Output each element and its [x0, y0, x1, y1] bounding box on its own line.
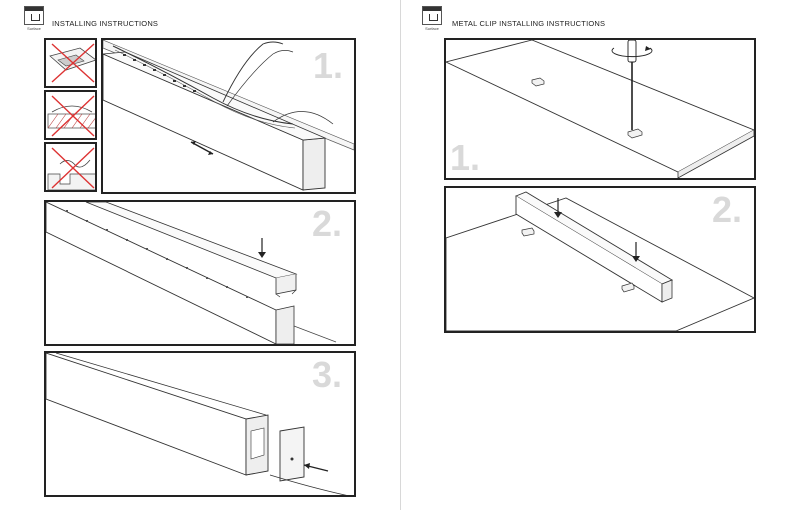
- surface-mount-icon: [24, 6, 44, 25]
- thumbnail-no-twist: [44, 142, 97, 192]
- step-number: 2.: [712, 189, 743, 230]
- step-number: 2.: [312, 203, 343, 244]
- step-panel-1: 1.: [444, 38, 756, 180]
- mounting-clip-screw-illustration: [446, 40, 754, 178]
- step-panel-1: 1.: [101, 38, 356, 194]
- page-title: INSTALLING INSTRUCTIONS: [52, 19, 159, 28]
- badge-label: Surface: [425, 26, 439, 31]
- end-cap-illustration: [46, 353, 347, 495]
- page-divider: [400, 0, 401, 510]
- step-panel-2: 2.: [444, 186, 756, 333]
- badge-label: Surface: [27, 26, 41, 31]
- step-number: 1.: [450, 137, 481, 178]
- profile-with-led-strip-illustration: [103, 40, 354, 191]
- thumbnail-no-adhesive: [44, 38, 97, 88]
- step-panel-2: 2.: [44, 200, 356, 346]
- thumbnail-illustration: [47, 95, 95, 137]
- thumbnail-illustration: [47, 147, 95, 190]
- surface-mount-icon: [422, 6, 442, 25]
- thumbnail-no-bend: [44, 90, 97, 140]
- thumbnail-illustration: [49, 43, 95, 83]
- step-number: 1.: [313, 45, 344, 86]
- page-title: METAL CLIP INSTALLING INSTRUCTIONS: [452, 19, 606, 28]
- diffuser-cover-illustration: [46, 202, 337, 344]
- step-panel-3: 3.: [44, 351, 356, 497]
- step-number: 3.: [312, 354, 343, 395]
- profile-onto-clips-illustration: [446, 191, 754, 331]
